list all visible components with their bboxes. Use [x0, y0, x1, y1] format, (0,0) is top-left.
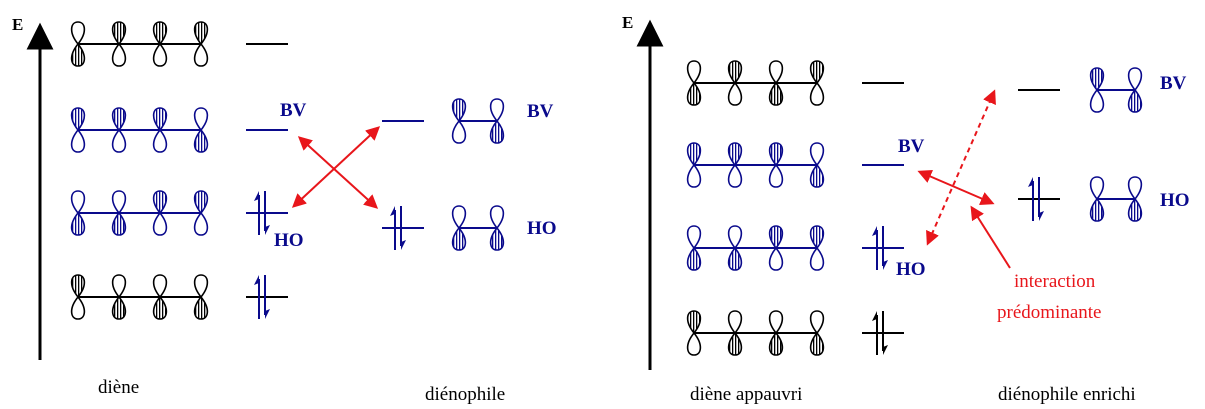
p-orbital-icon	[111, 190, 127, 236]
orbital-row	[686, 310, 825, 356]
p-orbital-icon	[686, 142, 702, 188]
weak-interaction-arrow	[926, 89, 996, 246]
p-orbital-icon	[1089, 176, 1105, 222]
diene-caption: diène appauvri	[690, 384, 802, 405]
p-orbital-icon	[451, 98, 467, 144]
p-orbital-icon	[451, 205, 467, 251]
p-orbital-icon	[193, 274, 209, 320]
interaction-arrow-lumo-homo	[291, 126, 381, 208]
p-orbital-icon	[152, 21, 168, 67]
p-orbital-icon	[193, 190, 209, 236]
p-orbital-icon	[727, 60, 743, 106]
interaction-arrow-homo-lumo	[297, 136, 379, 209]
orbital-row	[70, 21, 209, 67]
orbital-row	[70, 274, 209, 320]
p-orbital-icon	[152, 274, 168, 320]
p-orbital-icon	[70, 107, 86, 153]
p-orbital-icon	[70, 274, 86, 320]
electron-pair-icon	[872, 311, 888, 355]
p-orbital-icon	[489, 205, 505, 251]
p-orbital-icon	[70, 21, 86, 67]
orbital-row	[70, 107, 209, 153]
p-orbital-icon	[152, 107, 168, 153]
orbital-row	[686, 225, 825, 271]
dienophile-orbitals	[451, 98, 505, 251]
dienophile-orbitals	[1089, 67, 1143, 222]
p-orbital-icon	[1127, 67, 1143, 113]
dienophile-homo-label: HO	[527, 218, 557, 239]
p-orbital-icon	[686, 60, 702, 106]
p-orbital-icon	[489, 98, 505, 144]
diene-orbitals	[686, 60, 825, 356]
p-orbital-icon	[809, 142, 825, 188]
p-orbital-icon	[768, 142, 784, 188]
p-orbital-icon	[193, 21, 209, 67]
p-orbital-icon	[111, 21, 127, 67]
electron-pair-icon	[254, 191, 270, 235]
electron-pair-icon	[390, 206, 406, 250]
p-orbital-icon	[152, 190, 168, 236]
p-orbital-icon	[1089, 67, 1105, 113]
diene-orbitals	[70, 21, 209, 320]
orbital-row	[1089, 67, 1143, 113]
dienophile-caption: diénophile enrichi	[998, 384, 1136, 405]
dienophile-lumo-label: BV	[1160, 73, 1187, 94]
p-orbital-icon	[193, 107, 209, 153]
diene-homo-label: HO	[274, 230, 304, 251]
right-panel: E BV HO BV HO interaction prédominante d…	[622, 13, 1190, 405]
axis-label-e: E	[12, 15, 23, 34]
p-orbital-icon	[686, 225, 702, 271]
electron-pair-icon	[872, 226, 888, 270]
p-orbital-icon	[768, 310, 784, 356]
orbital-row	[686, 142, 825, 188]
p-orbital-icon	[768, 225, 784, 271]
annotation-line-2: prédominante	[997, 302, 1101, 323]
p-orbital-icon	[727, 310, 743, 356]
dienophile-homo-label: HO	[1160, 190, 1190, 211]
p-orbital-icon	[111, 107, 127, 153]
p-orbital-icon	[70, 190, 86, 236]
p-orbital-icon	[727, 225, 743, 271]
p-orbital-icon	[111, 274, 127, 320]
orbital-row	[686, 60, 825, 106]
dienophile-caption: diénophile	[425, 384, 505, 405]
p-orbital-icon	[727, 142, 743, 188]
orbital-row	[1089, 176, 1143, 222]
p-orbital-icon	[686, 310, 702, 356]
diene-homo-label: HO	[896, 259, 926, 280]
orbital-row	[451, 98, 505, 144]
p-orbital-icon	[768, 60, 784, 106]
electron-pair-icon	[254, 275, 270, 319]
annotation-line-1: interaction	[1014, 271, 1096, 292]
dienophile-lumo-label: BV	[527, 101, 554, 122]
axis-label-e: E	[622, 13, 633, 32]
p-orbital-icon	[809, 225, 825, 271]
left-panel: E BV HO BV HO diène diénophile	[12, 15, 557, 405]
p-orbital-icon	[809, 60, 825, 106]
p-orbital-icon	[1127, 176, 1143, 222]
diene-caption: diène	[98, 377, 139, 398]
orbital-row	[451, 205, 505, 251]
diene-lumo-label: BV	[898, 136, 925, 157]
electron-pair-icon	[1028, 177, 1044, 221]
annotation-pointer-arrow	[970, 205, 1011, 269]
orbital-row	[70, 190, 209, 236]
p-orbital-icon	[809, 310, 825, 356]
diene-lumo-label: BV	[280, 100, 307, 121]
